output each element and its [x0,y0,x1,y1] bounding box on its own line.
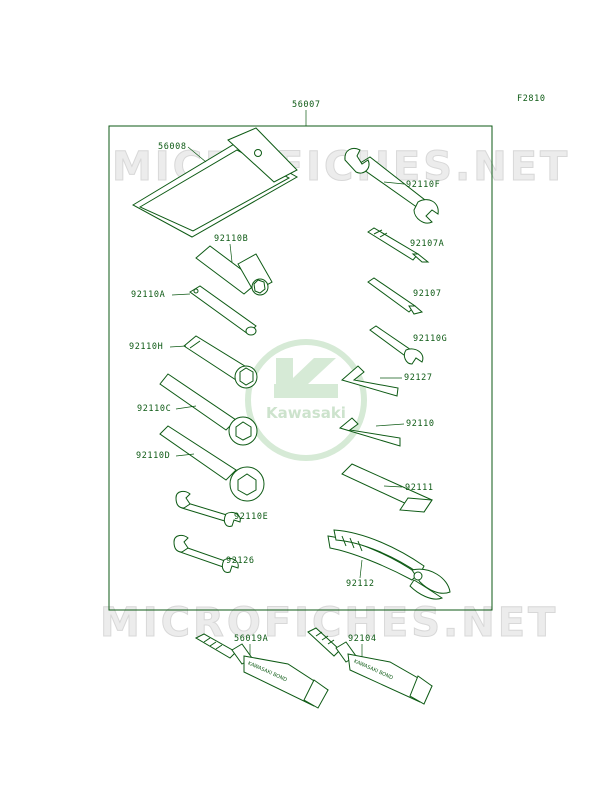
box-wrench-92110h-drawing [183,335,258,389]
spark-plug-wrench-drawing [195,245,273,296]
part-label-92110: 92110 [406,419,435,429]
part-label-56019a: 56019A [234,634,268,644]
part-label-56008: 56008 [158,142,187,152]
part-label-92107: 92107 [413,289,442,299]
part-label-92110a: 92110A [131,290,165,300]
bit-92107a-drawing [367,227,430,263]
part-label-92112: 92112 [346,579,375,589]
logo-text: Kawasaki [266,404,346,422]
part-label-92110d: 92110D [136,451,170,461]
bond-tube-56019a-drawing: KAWASAKI BOND [194,633,329,709]
kawasaki-logo: Kawasaki [245,339,367,461]
bond-tube-92104-drawing: KAWASAKI BOND [307,627,433,705]
wrench-92126-drawing [173,534,239,573]
part-label-92110c: 92110C [137,404,171,414]
part-label-92127: 92127 [404,373,433,383]
part-label-92107a: 92107A [410,239,444,249]
assembly-label: 56007 [292,100,321,110]
pliers-drawing [327,529,451,600]
hex-wrench-92127-drawing [340,365,399,397]
part-label-92110f: 92110F [406,180,440,190]
handle-92111-drawing [341,463,433,513]
rod-92110a-drawing [189,285,257,336]
wrench-92110g-drawing [369,325,424,365]
wrench-92110e-drawing [175,490,241,527]
part-label-92110g: 92110G [413,334,447,344]
ring-wrench-92110c-drawing [159,373,258,446]
tool-bag-drawing [131,127,299,238]
part-label-92126: 92126 [226,556,255,566]
part-label-92111: 92111 [405,483,434,493]
hex-wrench-92110-drawing [338,417,401,447]
part-label-92110b: 92110B [214,234,248,244]
part-label-92104: 92104 [348,634,377,644]
part-label-92110e: 92110E [234,512,268,522]
bit-92107-drawing [367,277,424,315]
figure-code: F2810 [517,94,546,104]
part-label-92110h: 92110H [129,342,163,352]
ring-wrench-92110d-drawing [159,425,265,502]
watermark-bottom: MICROFICHES.NET [100,600,558,646]
kit-frame [108,125,493,611]
